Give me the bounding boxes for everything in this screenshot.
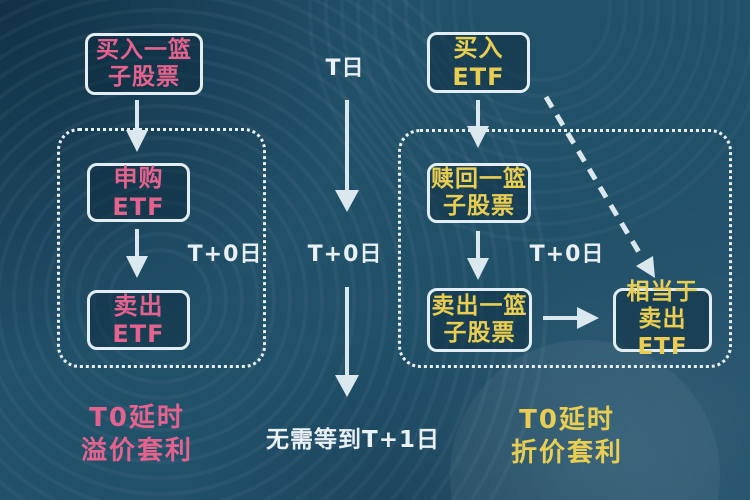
left-caption: T0延时 溢价套利 — [80, 403, 193, 466]
arrow-down-icon — [335, 100, 359, 212]
t-day-label: T日 — [325, 56, 365, 81]
right-caption: T0延时 折价套利 — [510, 405, 623, 468]
buy-basket-box: 买入一篮 子股票 — [85, 33, 203, 95]
subscribe-etf-box: 申购ETF — [87, 163, 190, 222]
redeem-basket-box: 赎回一篮 子股票 — [427, 163, 531, 223]
t0-label-middle: T+0日 — [307, 242, 383, 267]
sell-basket-box: 卖出一篮 子股票 — [427, 288, 532, 352]
sell-etf-box: 卖出ETF — [87, 290, 190, 350]
t0-label-right: T+0日 — [529, 242, 605, 267]
left-dotted-container — [57, 128, 266, 368]
arrow-down-icon — [335, 287, 359, 397]
equiv-sell-etf-box: 相当于 卖出ETF — [613, 279, 712, 360]
buy-etf-box: 买入ETF — [427, 32, 530, 93]
t0-label-left: T+0日 — [187, 242, 263, 267]
no-wait-note: 无需等到T+1日 — [266, 427, 440, 453]
